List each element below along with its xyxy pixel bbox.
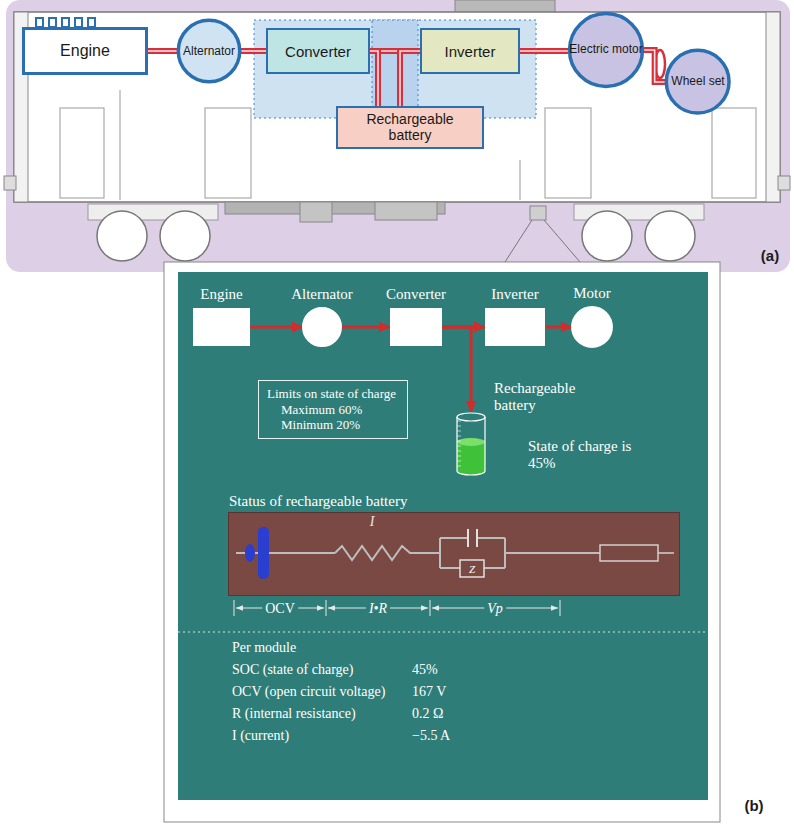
panel-letter: (a) (761, 247, 779, 264)
battery-status-box: Status of rechargeable battery (228, 512, 680, 596)
power-line (644, 50, 665, 82)
node-label: Wheel set (671, 75, 724, 88)
node-label: Converter (386, 286, 446, 303)
limits-box: Limits on state of chargeMaximum 60%Mini… (258, 380, 408, 439)
table-cell: R (internal resistance) (232, 706, 356, 722)
node-text: Minimum 20% (267, 417, 360, 433)
table-cell: 45% (412, 662, 438, 678)
power-line-core (400, 51, 420, 106)
table-cell: 0.2 Ω (412, 706, 443, 722)
node-label: Engine (60, 42, 110, 60)
flow-arrow (442, 327, 471, 412)
power-line (400, 51, 420, 106)
power-line (241, 48, 266, 54)
node-label: Status of rechargeable battery (229, 493, 407, 510)
motor-circle: Motor (572, 307, 612, 347)
node-label: Limits on state of charge (267, 386, 396, 402)
table-cell: −5.5 A (412, 728, 450, 744)
converter-box: Converter (390, 308, 442, 346)
flow-arrow (341, 326, 390, 329)
flow-arrow (545, 327, 572, 328)
battery-cylinder: Rechargeable batteryState of charge is 4… (456, 412, 486, 476)
power-line-core (148, 50, 177, 52)
node-label: Converter (285, 43, 351, 60)
panel-a (4, 0, 790, 272)
alternator-circle: Alternator (177, 19, 241, 83)
power-line (241, 51, 266, 52)
node-label: Motor (573, 285, 611, 302)
power-line (520, 48, 568, 54)
power-line (148, 51, 177, 52)
wheel-set-circle: Wheel set (665, 49, 730, 114)
table-cell: I (current) (232, 728, 289, 744)
power-line (520, 51, 568, 52)
node-label: Alternator (291, 286, 353, 303)
node-text: Maximum 60% (267, 402, 362, 418)
inverter-box: Inverter (485, 308, 545, 346)
dimension-label: OCV (262, 601, 298, 617)
current-symbol: I (370, 514, 375, 530)
node-label: Electric motor (569, 43, 642, 56)
battery-cylinder-outline (456, 412, 486, 476)
battery-box: Rechargeable battery (336, 106, 484, 149)
power-line (400, 51, 420, 106)
engine-box: Engine (22, 27, 148, 75)
panel-b (164, 262, 720, 822)
inverter-box: Inverter (420, 28, 520, 74)
power-line-core (241, 50, 266, 52)
node-label: Inverter (445, 43, 496, 60)
circle-outline (572, 307, 612, 347)
node-text: State of charge is 45% (528, 438, 646, 471)
node-label: Engine (200, 286, 243, 303)
flow-arrow (250, 327, 303, 328)
node-label: Inverter (491, 286, 538, 303)
power-line (644, 50, 665, 82)
battery-circuit (236, 527, 674, 579)
alternator-circle: Alternator (303, 308, 341, 346)
converter-box: Converter (266, 28, 370, 74)
dimension-label: I•R (366, 601, 390, 617)
impedance-symbol: Z (469, 563, 475, 576)
node-label: Rechargeable battery (494, 380, 598, 413)
node-label: Rechargeable battery (360, 112, 460, 143)
flow-arrow (250, 326, 303, 329)
table-cell: 167 V (412, 684, 446, 700)
power-line-core (644, 50, 665, 82)
flow-arrow (442, 327, 471, 412)
table-cell: OCV (open circuit voltage) (232, 684, 385, 700)
node-label: Alternator (183, 44, 235, 58)
power-line (148, 48, 177, 54)
power-line-core (520, 50, 568, 52)
power-line-core (370, 51, 378, 106)
table-heading: Per module (232, 640, 296, 656)
motor-circle: Electric motor (568, 12, 644, 88)
flow-arrow (341, 327, 390, 328)
power-line (370, 51, 378, 106)
panel-letter: (b) (744, 797, 763, 814)
table-cell: SOC (state of charge) (232, 662, 353, 678)
power-line (370, 51, 378, 106)
circle-outline (303, 308, 341, 346)
divider-line (178, 632, 708, 633)
engine-box: Engine (193, 308, 250, 346)
dimension-label: Vp (484, 601, 506, 617)
flow-arrow (545, 326, 572, 329)
